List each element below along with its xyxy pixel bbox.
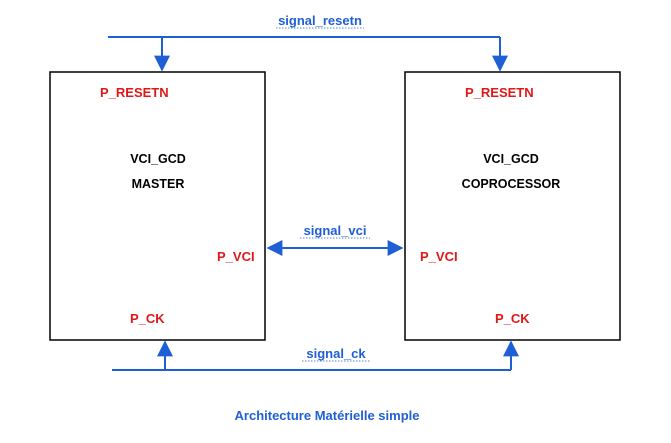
- resetn-net: [108, 36, 508, 72]
- master-name-line2: MASTER: [132, 177, 185, 191]
- master-port-ck: P_CK: [130, 311, 165, 326]
- coprocessor-port-resetn: P_RESETN: [465, 85, 534, 100]
- signal-ck-label: signal_ck: [306, 346, 366, 361]
- master-port-vci: P_VCI: [217, 249, 255, 264]
- coprocessor-port-ck: P_CK: [495, 311, 530, 326]
- master-block: [49, 71, 266, 341]
- coprocessor-port-vci: P_VCI: [420, 249, 458, 264]
- signal-resetn-label: signal_resetn: [278, 13, 362, 28]
- diagram-caption: Architecture Matérielle simple: [235, 408, 420, 423]
- master-port-resetn: P_RESETN: [100, 85, 169, 100]
- coprocessor-block: [404, 71, 621, 341]
- coprocessor-name-line1: VCI_GCD: [483, 152, 539, 166]
- ck-net: [112, 340, 519, 371]
- master-name-line1: VCI_GCD: [130, 152, 186, 166]
- coprocessor-name-line2: COPROCESSOR: [462, 177, 561, 191]
- signal-vci-label: signal_vci: [304, 223, 367, 238]
